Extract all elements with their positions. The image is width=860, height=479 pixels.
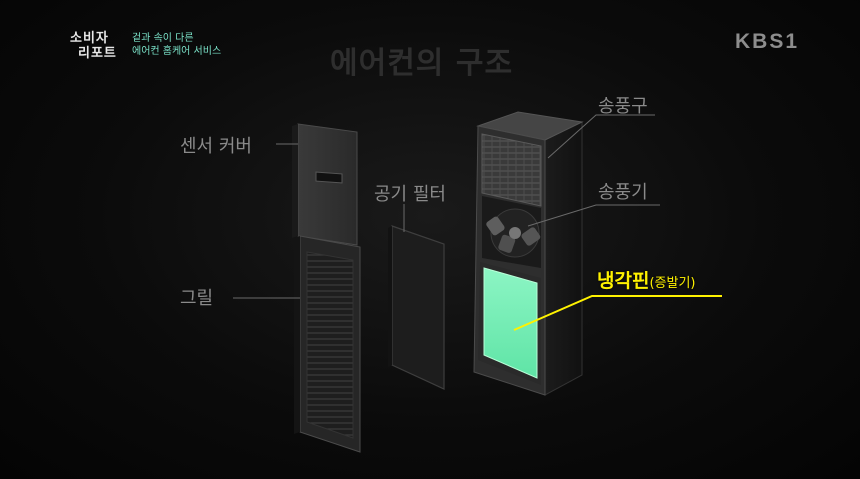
program-logo-line2: 리포트 [78, 46, 117, 61]
grille-part [294, 235, 361, 453]
label-blower: 송풍기 [598, 182, 648, 203]
program-logo-line1: 소비자 [70, 31, 109, 46]
broadcaster-logo: KBS1 [735, 30, 800, 53]
air-filter-part [388, 225, 445, 390]
leader-blower [527, 204, 660, 227]
label-outlet: 송풍구 [598, 96, 648, 117]
sensor-cover-part [292, 123, 358, 246]
diagram-title: 에어컨의 구조 [330, 46, 514, 81]
label-cooling-fin-sub: (증발기) [649, 276, 696, 291]
leader-outlet [547, 114, 655, 159]
main-body-part [473, 111, 584, 396]
label-sensor-cover: 센서 커버 [180, 136, 252, 157]
label-cooling-fin: 냉각핀(증발기) [597, 266, 695, 293]
program-subtitle-line1: 겉과 속이 다른 [132, 33, 194, 44]
label-air-filter: 공기 필터 [374, 184, 446, 205]
label-cooling-fin-main: 냉각핀 [597, 270, 650, 292]
program-subtitle-line2: 에어컨 홈케어 서비스 [132, 46, 222, 57]
label-grille: 그릴 [180, 288, 214, 309]
leader-cooling-fin [513, 295, 722, 331]
